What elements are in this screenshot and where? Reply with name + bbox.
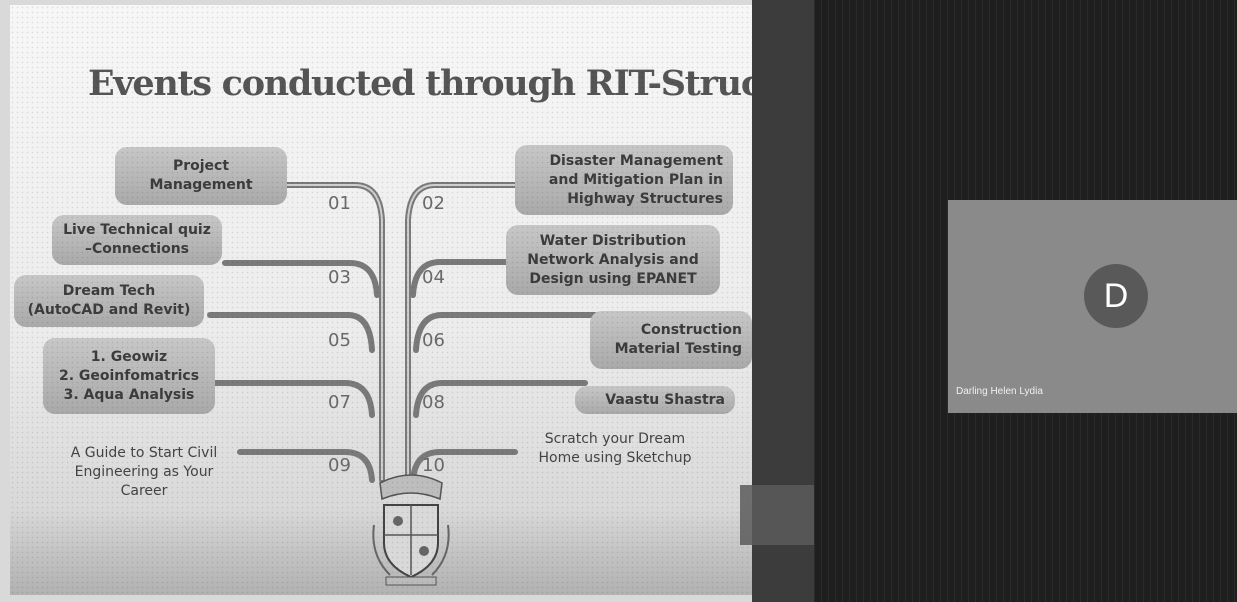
- meeting-panel: D Darling Helen Lydia: [814, 0, 1237, 602]
- event-box-10: Scratch your Dream Home using Sketchup: [538, 431, 692, 466]
- event-box-02: Disaster Management and Mitigation Plan …: [515, 145, 733, 215]
- participant-name-label: Darling Helen Lydia: [956, 386, 1043, 397]
- slide-bottom-shade: [10, 510, 752, 595]
- event-number-09: 09: [328, 455, 351, 476]
- tree-connector-lines: [207, 182, 598, 483]
- college-emblem-logo: [372, 474, 450, 586]
- event-box-07: 1. Geowiz 2. Geoinfomatrics 3. Aqua Anal…: [43, 338, 215, 414]
- participant-avatar: D: [1084, 264, 1148, 328]
- event-number-07: 07: [328, 392, 351, 413]
- event-box-09: A Guide to Start Civil Engineering as Yo…: [70, 444, 218, 499]
- event-box-08: Vaastu Shastra: [575, 386, 735, 414]
- event-box-01: Project Management: [115, 147, 287, 205]
- event-box-03: Live Technical quiz –Connections: [52, 215, 222, 265]
- event-number-08: 08: [422, 392, 445, 413]
- event-number-02: 02: [422, 193, 445, 214]
- event-box-06: Construction Material Testing: [590, 311, 752, 369]
- event-number-06: 06: [422, 330, 445, 351]
- event-number-10: 10: [422, 455, 445, 476]
- participant-video-tile[interactable]: D Darling Helen Lydia: [948, 200, 1237, 413]
- event-number-05: 05: [328, 330, 351, 351]
- event-box-04: Water Distribution Network Analysis and …: [506, 225, 720, 295]
- event-number-01: 01: [328, 193, 351, 214]
- slide-title: Events conducted through RIT-Structa: [88, 63, 752, 104]
- shared-slide: Events conducted through RIT-Structa Pro…: [10, 5, 752, 595]
- event-number-04: 04: [422, 267, 445, 288]
- event-number-03: 03: [328, 267, 351, 288]
- event-box-05: Dream Tech (AutoCAD and Revit): [14, 275, 204, 327]
